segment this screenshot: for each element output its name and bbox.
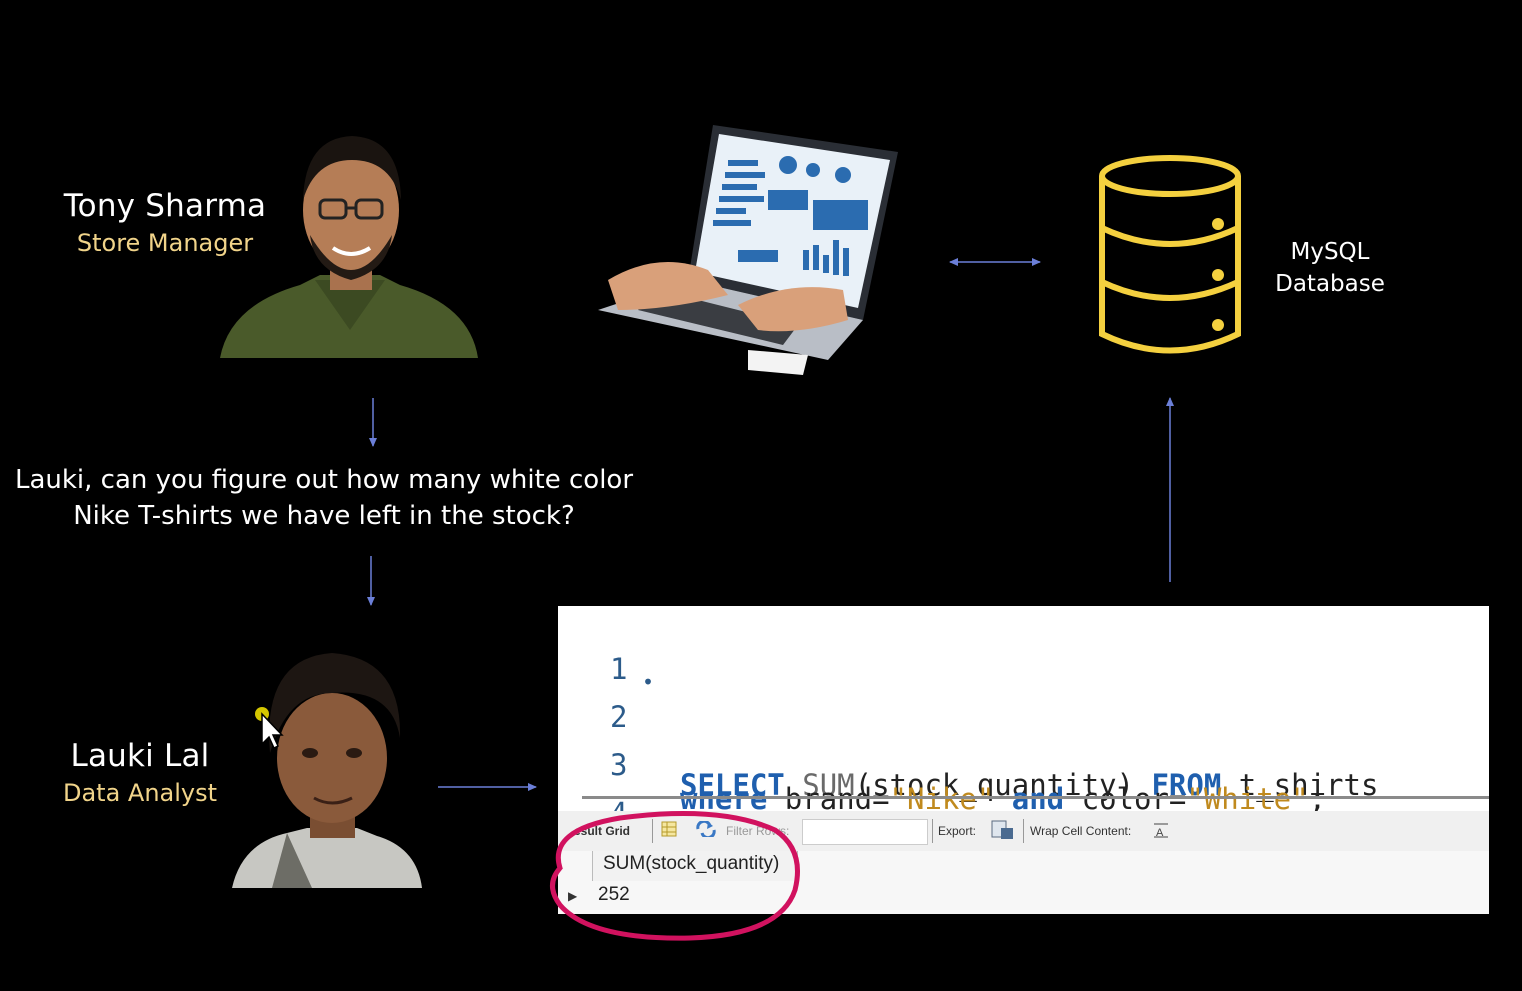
statement-marker: • (642, 670, 655, 694)
sql-editor[interactable]: 1 2 • SELECT SUM(stock_quantity) FROM t_… (558, 606, 1489, 830)
analyst-photo (232, 653, 422, 888)
code-token: where (680, 782, 768, 816)
code-line-1: 1 (558, 618, 663, 686)
code-token: color= (1064, 782, 1187, 816)
code-line-3: 3 where brand="Nike" and color="White"; (558, 714, 1326, 816)
database-label-line1: MySQL (1290, 239, 1370, 265)
laptop-dashboard-icon (598, 125, 898, 375)
code-line-4: 4 (558, 762, 663, 830)
column-header-label: SUM(stock_quantity) (603, 853, 780, 874)
mouse-cursor-icon (255, 707, 284, 750)
line-number: 3 (610, 748, 628, 782)
result-cell[interactable]: 252 (598, 884, 630, 905)
analyst-name: Lauki Lal (70, 738, 210, 774)
filter-rows-label: Filter Rows: (726, 824, 790, 838)
code-line-2: 2 • SELECT SUM(stock_quantity) FROM t_sh… (558, 666, 1378, 802)
code-text: where brand="Nike" and color="White"; (680, 782, 1326, 816)
code-token: ; (1308, 782, 1327, 816)
database-icon (1099, 155, 1241, 354)
code-token: brand= (767, 782, 890, 816)
row-pointer-icon: ▶ (568, 889, 578, 903)
refresh-icon[interactable] (696, 821, 716, 837)
grid-view-icon[interactable] (661, 821, 677, 837)
result-toolbar: esult Grid Filter Rows: Export: Wrap Cel… (558, 811, 1489, 851)
code-token: "Nike" (889, 782, 995, 816)
manager-photo (220, 136, 478, 358)
line-number: 2 (610, 700, 628, 734)
line-number: 1 (610, 652, 628, 686)
analyst-role: Data Analyst (62, 779, 218, 807)
svg-text:A: A (1156, 827, 1164, 838)
question-line2: Nike T-shirts we have left in the stock? (73, 501, 575, 531)
code-token: "White" (1186, 782, 1309, 816)
manager-name: Tony Sharma (63, 188, 267, 224)
editor-divider (582, 796, 1489, 799)
result-column-header[interactable]: SUM(stock_quantity) (592, 851, 798, 881)
sql-workbench-panel: 1 2 • SELECT SUM(stock_quantity) FROM t_… (558, 606, 1489, 914)
toolbar-separator (932, 819, 933, 843)
toolbar-separator (1023, 819, 1024, 843)
result-grid-tab[interactable]: esult Grid (574, 824, 631, 838)
filter-rows-input[interactable] (802, 819, 928, 845)
database-label-line2: Database (1275, 271, 1385, 297)
code-token: and (1011, 782, 1065, 816)
export-label: Export: (938, 824, 977, 838)
result-grid: SUM(stock_quantity) ▶ 252 (558, 851, 1489, 914)
question-line1: Lauki, can you figure out how many white… (14, 465, 634, 495)
wrap-text-icon[interactable]: A (1153, 822, 1169, 838)
wrap-cell-content-label: Wrap Cell Content: (1030, 824, 1132, 838)
export-icon[interactable] (991, 820, 1015, 840)
manager-role: Store Manager (76, 229, 254, 257)
toolbar-separator (652, 819, 653, 843)
